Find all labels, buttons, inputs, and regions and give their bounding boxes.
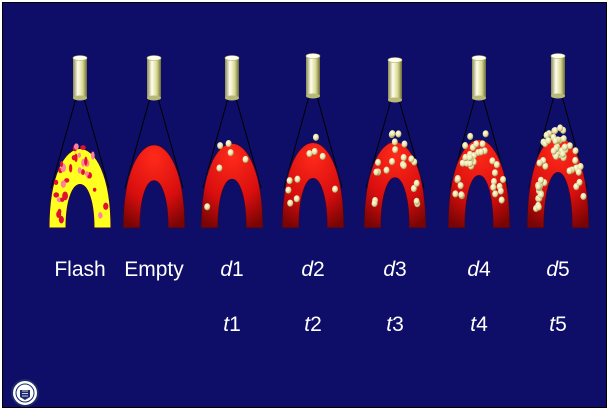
state-variable: d	[546, 258, 558, 281]
lamp-cylinder-icon	[472, 56, 486, 101]
state-label: d2	[301, 258, 324, 282]
state-label: d3	[383, 258, 406, 282]
time-index: 4	[476, 313, 488, 336]
state-label: d5	[546, 258, 569, 282]
state-index: 1	[232, 258, 244, 281]
column-empty	[123, 56, 185, 229]
state-label: Empty	[124, 258, 184, 282]
state-variable: d	[301, 258, 313, 281]
time-index: 3	[392, 313, 404, 336]
column-d5	[527, 54, 589, 229]
time-label: t5	[549, 313, 567, 337]
state-label: d1	[220, 258, 243, 282]
column-d2	[282, 54, 344, 229]
time-label: t4	[470, 313, 488, 337]
column-flash	[49, 56, 111, 229]
state-index: 5	[558, 258, 570, 281]
state-index: 4	[479, 258, 491, 281]
state-label: d4	[467, 258, 490, 282]
lamp-cylinder-icon	[225, 56, 239, 101]
time-index: 2	[310, 313, 322, 336]
time-index: 1	[229, 313, 241, 336]
lamp-cylinder-icon	[147, 56, 161, 101]
state-index: 2	[313, 258, 325, 281]
lamp-cylinder-icon	[551, 54, 565, 99]
time-index: 5	[555, 313, 567, 336]
state-text: Flash	[54, 258, 105, 281]
red-arch	[201, 143, 263, 228]
state-text: Empty	[124, 258, 184, 281]
state-variable: d	[383, 258, 395, 281]
state-variable: d	[467, 258, 479, 281]
column-d3	[364, 58, 426, 229]
lamp-cylinder-icon	[306, 54, 320, 99]
time-label: t3	[386, 313, 404, 337]
time-label: t2	[304, 313, 322, 337]
state-label: Flash	[54, 258, 105, 282]
university-seal-icon	[10, 378, 40, 408]
lamp-cylinder-icon	[388, 58, 402, 103]
column-d4	[448, 56, 510, 229]
state-index: 3	[395, 258, 407, 281]
lamp-cylinder-icon	[73, 56, 87, 101]
time-label: t1	[223, 313, 241, 337]
red-arch	[123, 145, 185, 228]
column-d1	[201, 56, 263, 229]
state-variable: d	[220, 258, 232, 281]
red-arch	[282, 143, 344, 229]
